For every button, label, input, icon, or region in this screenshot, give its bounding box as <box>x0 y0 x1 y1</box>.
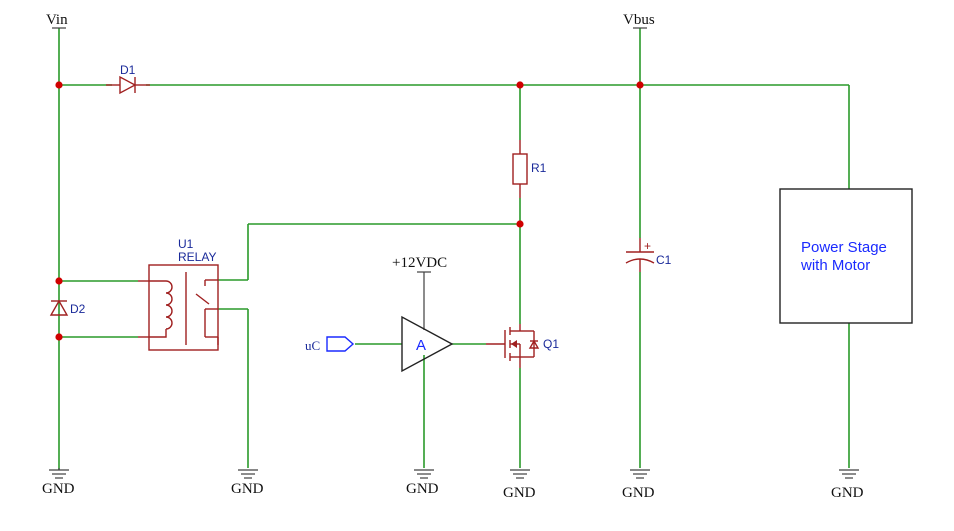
gnd-symbol: GND <box>231 469 264 497</box>
power-stage-block: Power Stage with Motor <box>779 188 913 324</box>
resistor-r1: R1 <box>512 140 547 198</box>
r1-label: R1 <box>531 161 547 175</box>
power-stage-line2: with Motor <box>800 257 870 274</box>
c1-polarity-mark: + <box>644 239 651 253</box>
junctions <box>55 81 644 341</box>
vbus-label: Vbus <box>623 12 655 28</box>
v12-label: +12VDC <box>392 255 447 271</box>
c1-label: C1 <box>656 253 672 267</box>
junction-dot <box>636 81 644 89</box>
gnd-label: GND <box>406 481 439 497</box>
q1-label: Q1 <box>543 337 559 351</box>
relay-switch-arm <box>195 293 210 305</box>
uc-port: uC <box>305 336 355 353</box>
d1-label: D1 <box>120 63 136 77</box>
junction-dot <box>55 277 63 285</box>
relay-coil <box>149 280 173 338</box>
vbus-port: Vbus <box>623 12 655 29</box>
junction-dot <box>516 220 524 228</box>
power-stage-line1: Power Stage <box>801 239 887 256</box>
uc-label: uC <box>305 338 320 353</box>
junction-dot <box>55 81 63 89</box>
gnd-symbol: GND <box>503 469 536 501</box>
uc-port-flag <box>326 336 355 352</box>
gnd-label: GND <box>231 481 264 497</box>
relay-body <box>148 264 219 351</box>
vin-port: Vin <box>46 12 68 29</box>
vin-label: Vin <box>46 12 68 28</box>
diode-d1: D1 <box>106 63 150 95</box>
junction-dot <box>516 81 524 89</box>
junction-dot <box>55 333 63 341</box>
gnd-symbol: GND <box>42 468 75 497</box>
amplifier: A <box>401 315 454 373</box>
gnd-label: GND <box>831 485 864 501</box>
gnd-symbol: GND <box>406 469 439 497</box>
gnd-label: GND <box>42 481 75 497</box>
gnd-symbol: GND <box>622 469 655 501</box>
diode-d2: D2 <box>49 299 86 316</box>
gnd-symbol: GND <box>831 469 864 501</box>
v12-port: +12VDC <box>392 255 447 330</box>
u1-label: U1 <box>178 237 194 251</box>
amplifier-triangle <box>401 315 454 373</box>
mosfet-q1: Q1 <box>486 324 559 368</box>
u1-value: RELAY <box>178 250 216 264</box>
relay-u1: U1 RELAY <box>138 237 219 351</box>
d2-label: D2 <box>70 302 86 316</box>
gnd-label: GND <box>503 485 536 501</box>
amplifier-label: A <box>416 337 426 354</box>
gnd-label: GND <box>622 485 655 501</box>
wires <box>58 28 850 470</box>
power-stage-box <box>779 188 913 324</box>
capacitor-c1: + C1 <box>625 238 672 272</box>
